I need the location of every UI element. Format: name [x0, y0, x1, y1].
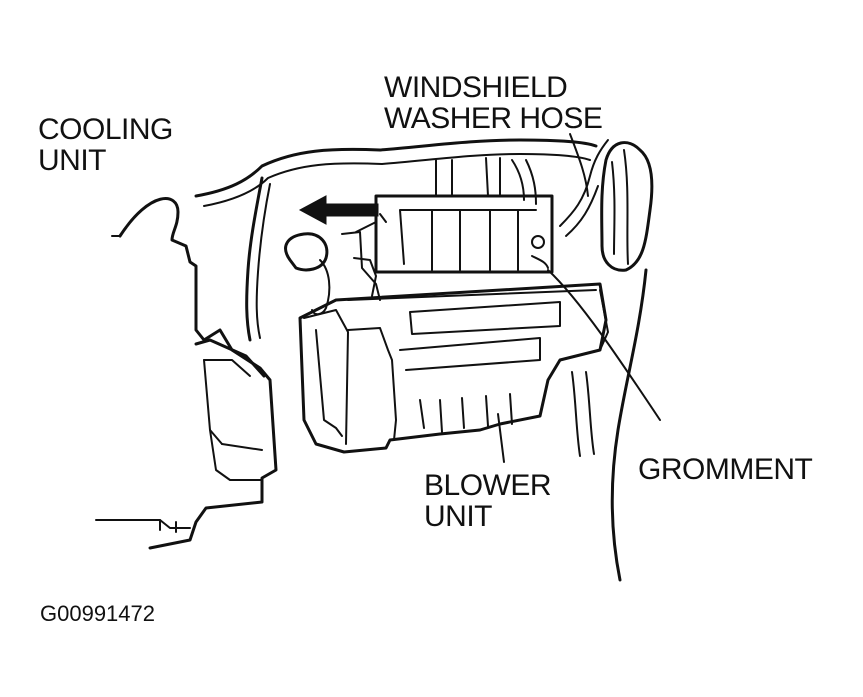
- washer-hose-label: WINDSHIELD WASHER HOSE: [384, 71, 603, 135]
- cooling-unit-label: COOLING UNIT: [38, 114, 173, 176]
- gromment-label: GROMMENT: [638, 453, 813, 486]
- washer-hose-label-line-1: WINDSHIELD: [384, 71, 568, 104]
- figure-id: G00991472: [40, 601, 155, 626]
- blower-unit-leader: [497, 413, 505, 463]
- washer-hose-label-line-2: WASHER HOSE: [384, 102, 603, 135]
- blower-unit-label: BLOWER UNIT: [424, 469, 552, 533]
- door-trim: [571, 141, 654, 582]
- blower-unit-label-line-1: BLOWER: [424, 469, 552, 502]
- dashboard-outline: [194, 138, 598, 342]
- cooling-unit-label-line-1: COOLING: [38, 113, 173, 146]
- cooling-unit-illustration: [95, 197, 278, 550]
- blower-unit-illustration: [284, 133, 661, 454]
- blower-unit-label-line-2: UNIT: [424, 500, 493, 533]
- cooling-unit-label-line-2: UNIT: [38, 144, 106, 177]
- removal-direction-arrow: [298, 195, 379, 225]
